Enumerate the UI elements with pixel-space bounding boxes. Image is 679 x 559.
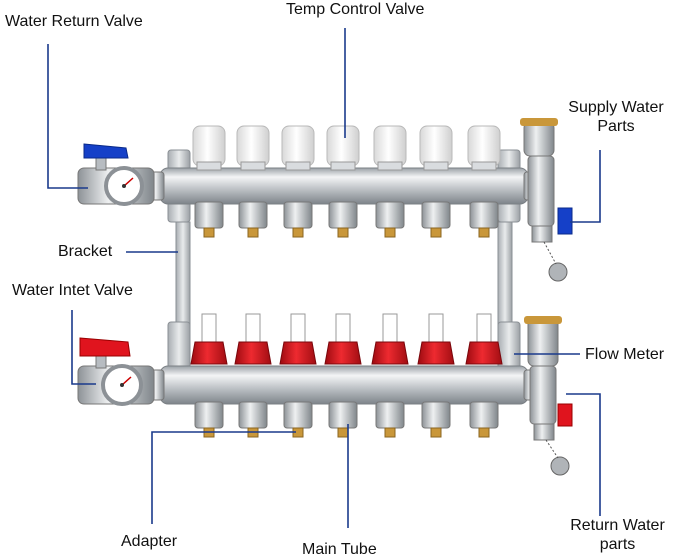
flow-meter-body — [325, 342, 361, 364]
label-supply-water-parts-line2: Parts — [553, 117, 679, 136]
temp-control-cap-base — [472, 162, 496, 170]
label-main-tube: Main Tube — [302, 540, 377, 559]
leader-lines — [48, 28, 600, 528]
outlet-nut — [422, 202, 450, 228]
temp-control-cap-base — [424, 162, 448, 170]
brass-adapter — [338, 228, 348, 237]
flow-meters — [191, 314, 502, 364]
label-water-inlet-valve: Water Intet Valve — [12, 281, 133, 300]
temp-control-cap — [282, 126, 314, 166]
flow-meter-sight-glass — [383, 314, 397, 342]
outlet-nut — [239, 402, 267, 428]
return-water-parts — [524, 316, 572, 475]
outlet-nut — [376, 402, 404, 428]
label-temp-control-valve: Temp Control Valve — [286, 0, 424, 19]
flow-meter-sight-glass — [336, 314, 350, 342]
brass-adapter — [385, 228, 395, 237]
temp-control-cap-base — [241, 162, 265, 170]
temp-control-cap-base — [331, 162, 355, 170]
brass-adapter — [293, 228, 303, 237]
temp-control-cap — [420, 126, 452, 166]
brass-adapter — [479, 228, 489, 237]
outlet-nut — [329, 402, 357, 428]
leader-water-return-valve — [48, 44, 88, 188]
brass-adapter — [385, 428, 395, 437]
temp-control-cap — [237, 126, 269, 166]
flow-meter-body — [191, 342, 227, 364]
label-water-return-valve: Water Return Valve — [5, 12, 143, 31]
label-adapter: Adapter — [121, 532, 177, 551]
brass-adapter — [338, 428, 348, 437]
flow-meter-body — [372, 342, 408, 364]
brass-adapter — [479, 428, 489, 437]
flow-meter-sight-glass — [477, 314, 491, 342]
water-inlet-valve — [78, 338, 154, 404]
supply-water-parts — [520, 118, 572, 281]
label-return-water-parts-line2: parts — [556, 535, 679, 554]
outlet-nut — [195, 402, 223, 428]
temp-control-cap — [374, 126, 406, 166]
flow-meter-body — [466, 342, 502, 364]
label-return-water-parts-line1: Return Water — [556, 516, 679, 535]
top-main-tube — [150, 168, 538, 204]
outlet-nut — [470, 202, 498, 228]
flow-meter-sight-glass — [291, 314, 305, 342]
brass-adapter — [204, 228, 214, 237]
label-supply-water-parts: Supply Water Parts — [553, 98, 679, 136]
label-flow-meter: Flow Meter — [585, 345, 664, 364]
leader-supply-water-parts — [570, 150, 600, 222]
temp-control-cap — [193, 126, 225, 166]
ball-valve-handle-icon — [80, 338, 130, 356]
outlet-nut — [470, 402, 498, 428]
brass-adapter — [248, 228, 258, 237]
outlet-nut — [239, 202, 267, 228]
outlet-nut — [284, 202, 312, 228]
outlet-nut — [195, 202, 223, 228]
brass-adapter — [431, 428, 441, 437]
temp-control-cap — [468, 126, 500, 166]
brass-adapter — [431, 228, 441, 237]
outlet-nut — [376, 202, 404, 228]
outlet-nut — [284, 402, 312, 428]
outlet-nut — [422, 402, 450, 428]
ball-valve-handle-icon — [84, 144, 128, 158]
bottom-main-tube — [150, 366, 538, 404]
flow-meter-body — [235, 342, 271, 364]
flow-meter-sight-glass — [246, 314, 260, 342]
temp-control-caps — [193, 126, 500, 170]
top-outlet-fittings — [195, 202, 498, 237]
label-bracket: Bracket — [58, 242, 112, 261]
flow-meter-body — [280, 342, 316, 364]
label-return-water-parts: Return Water parts — [556, 516, 679, 554]
water-return-valve — [78, 144, 154, 204]
label-supply-water-parts-line1: Supply Water — [553, 98, 679, 117]
temp-control-cap — [327, 126, 359, 166]
temp-control-cap-base — [286, 162, 310, 170]
leader-adapter — [152, 432, 296, 524]
temp-control-cap-base — [197, 162, 221, 170]
outlet-nut — [329, 202, 357, 228]
flow-meter-sight-glass — [202, 314, 216, 342]
temp-control-cap-base — [378, 162, 402, 170]
flow-meter-sight-glass — [429, 314, 443, 342]
flow-meter-body — [418, 342, 454, 364]
